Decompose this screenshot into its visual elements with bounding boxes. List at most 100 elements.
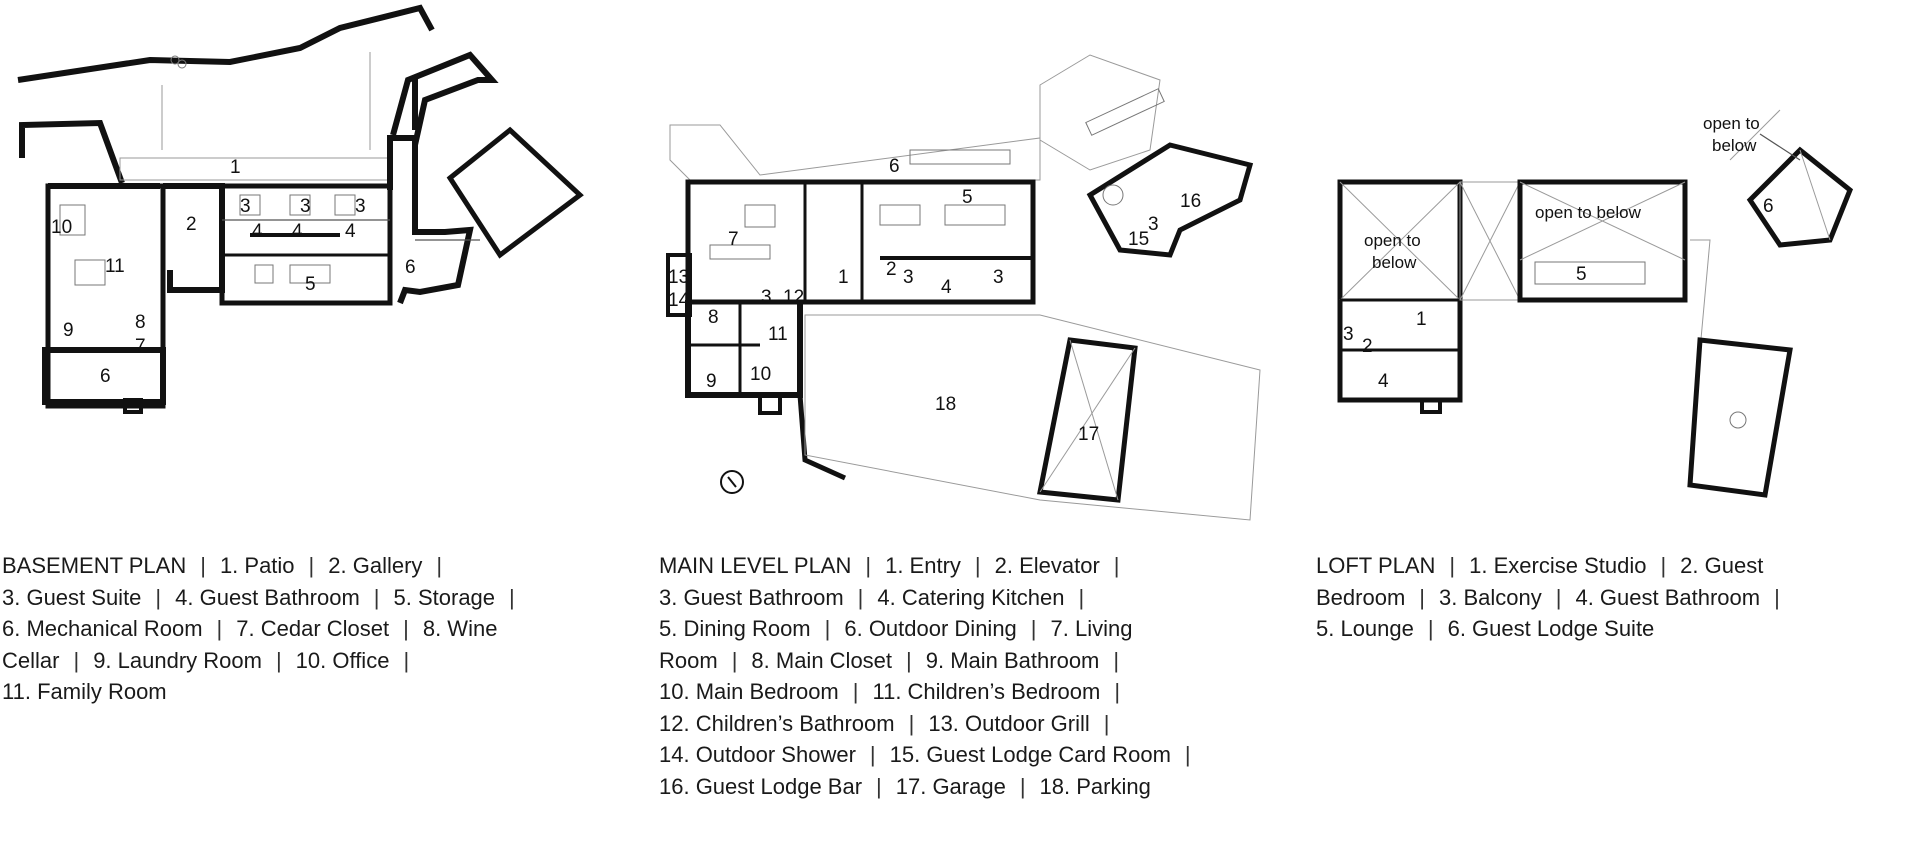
legend-separator: | xyxy=(275,647,282,673)
main-legend-line: 14. Outdoor Shower | 15. Guest Lodge Card … xyxy=(659,739,1299,771)
main-label-3d: 3 xyxy=(1148,214,1159,235)
loft-plan: 1 2 3 4 5 6 open to below open to below … xyxy=(1337,109,1854,498)
main-legend-item: 6. Outdoor Dining xyxy=(844,616,1017,641)
legend-separator: | xyxy=(373,584,380,610)
legend-separator: | xyxy=(1030,616,1037,641)
main-label-3b: 3 xyxy=(993,267,1004,288)
basement-legend-line: 6. Mechanical Room|7. Cedar Closet|8. Wi… xyxy=(2,613,622,645)
basement-legend-line: 3. Guest Suite|4. Guest Bathroom|5. Stor… xyxy=(2,582,622,614)
basement-label-7: 7 xyxy=(135,336,146,357)
main-label-8: 8 xyxy=(708,307,719,328)
main-plan-title: MAIN LEVEL PLAN xyxy=(659,553,852,578)
basement-label-8: 8 xyxy=(135,312,146,333)
basement-legend-item: 4. Guest Bathroom xyxy=(175,584,360,610)
legend-separator: | xyxy=(1449,553,1456,578)
legend-separator: | xyxy=(731,647,738,673)
main-label-1: 1 xyxy=(838,267,849,288)
legend-separator: | xyxy=(403,647,410,673)
main-label-3c: 3 xyxy=(761,287,772,308)
main-legend-line: Room|8. Main Closet|9. Main Bathroom| xyxy=(659,645,1299,677)
basement-label-5: 5 xyxy=(305,274,316,295)
loft-legend-item: 4. Guest Bathroom xyxy=(1575,584,1761,610)
main-legend-item: 13. Outdoor Grill xyxy=(928,710,1090,736)
basement-label-4a: 4 xyxy=(252,221,263,242)
loft-label-4: 4 xyxy=(1378,371,1389,392)
loft-plan-title: LOFT PLAN xyxy=(1316,553,1436,578)
main-legend-line: 16. Guest Lodge Bar|17. Garage|18. Parki… xyxy=(659,771,1299,803)
main-legend-line: 5. Dining Room|6. Outdoor Dining|7. Livi… xyxy=(659,613,1299,645)
loft-legend-item: Bedroom xyxy=(1316,584,1406,610)
legend-separator: | xyxy=(403,616,409,641)
legend-separator: | xyxy=(1113,553,1120,578)
basement-label-9: 9 xyxy=(63,320,74,341)
loft-label-3: 3 xyxy=(1343,324,1354,345)
basement-label-3a: 3 xyxy=(240,196,251,217)
loft-legend-item: 2. Guest xyxy=(1680,553,1764,578)
main-legend-item: 15. Guest Lodge Card Room xyxy=(889,742,1171,767)
basement-legend-line: Cellar|9. Laundry Room|10. Office| xyxy=(2,645,622,677)
main-legend-item: 16. Guest Lodge Bar xyxy=(659,773,863,799)
main-legend-item: 14. Outdoor Shower xyxy=(659,742,856,767)
basement-legend-item: 8. Wine xyxy=(422,616,498,641)
loft-note-open-1a: open to xyxy=(1364,231,1421,250)
main-legend-item: 8. Main Closet xyxy=(751,647,893,673)
main-legend-item: 3. Guest Bathroom xyxy=(659,584,844,610)
basement-legend-item: 6. Mechanical Room xyxy=(2,616,203,641)
main-legend-line: 10. Main Bedroom|11. Children’s Bedroom| xyxy=(659,676,1299,708)
main-level-plan: 1 2 3 3 4 5 6 7 8 9 10 11 3 12 13 14 15 … xyxy=(666,54,1261,521)
legend-separator: | xyxy=(509,584,515,610)
main-label-18: 18 xyxy=(935,394,956,415)
legend-separator: | xyxy=(308,553,315,578)
main-label-17: 17 xyxy=(1078,424,1099,445)
loft-note-open-wide: open to below xyxy=(1535,203,1642,222)
main-label-12: 12 xyxy=(783,287,804,308)
main-label-6: 6 xyxy=(889,156,900,177)
legend-separator: | xyxy=(974,553,981,578)
main-label-11: 11 xyxy=(768,324,788,345)
loft-label-6: 6 xyxy=(1763,196,1774,217)
loft-legend-line: Bedroom|3. Balcony|4. Guest Bathroom| xyxy=(1316,582,1916,614)
legend-separator: | xyxy=(876,773,882,799)
loft-legend-line: 5. Lounge|6. Guest Lodge Suite xyxy=(1316,613,1916,645)
legend-separator: | xyxy=(852,679,859,704)
basement-label-6a: 6 xyxy=(405,257,416,278)
basement-label-4c: 4 xyxy=(345,221,356,242)
legend-separator: | xyxy=(436,553,443,578)
main-legend-item: 12. Children’s Bathroom xyxy=(659,710,895,736)
main-label-13: 13 xyxy=(668,267,689,288)
loft-note-open-2a: open to xyxy=(1703,114,1760,133)
basement-legend-item: 7. Cedar Closet xyxy=(236,616,390,641)
basement-legend-line: BASEMENT PLAN|1. Patio|2. Gallery| xyxy=(2,550,622,582)
main-legend-item: 4. Catering Kitchen xyxy=(877,584,1065,610)
legend-separator: | xyxy=(1078,584,1085,610)
legend-separator: | xyxy=(857,584,864,610)
main-label-2: 2 xyxy=(886,259,897,280)
basement-legend-item: 2. Gallery xyxy=(328,553,423,578)
legend-separator: | xyxy=(869,742,876,767)
basement-legend-item: 10. Office xyxy=(295,647,390,673)
loft-label-2: 2 xyxy=(1362,336,1373,357)
main-legend-item: 11. Children’s Bedroom xyxy=(872,679,1101,704)
basement-label-3c: 3 xyxy=(355,196,366,217)
main-label-10: 10 xyxy=(750,364,771,385)
basement-label-6b: 6 xyxy=(100,366,111,387)
basement-legend-line: 11. Family Room xyxy=(2,676,622,708)
legend-separator: | xyxy=(908,710,915,736)
main-legend-item: 7. Living xyxy=(1050,616,1133,641)
basement-legend-item: 3. Guest Suite xyxy=(2,584,142,610)
main-legend-item: 10. Main Bedroom xyxy=(659,679,839,704)
legend-separator: | xyxy=(1184,742,1191,767)
legend-separator: | xyxy=(1660,553,1667,578)
loft-legend-item: 6. Guest Lodge Suite xyxy=(1447,616,1655,641)
legend-basement: BASEMENT PLAN|1. Patio|2. Gallery|3. Gue… xyxy=(2,550,622,708)
main-label-4: 4 xyxy=(941,277,952,298)
legend-separator: | xyxy=(824,616,831,641)
basement-label-1: 1 xyxy=(230,157,241,178)
basement-plan: 1 2 3 3 3 4 4 4 5 6 6 7 8 9 10 11 xyxy=(17,4,584,414)
loft-label-5: 5 xyxy=(1576,264,1587,285)
main-label-9: 9 xyxy=(706,371,717,392)
basement-legend-item: 9. Laundry Room xyxy=(93,647,262,673)
basement-legend-item: Cellar xyxy=(2,647,60,673)
